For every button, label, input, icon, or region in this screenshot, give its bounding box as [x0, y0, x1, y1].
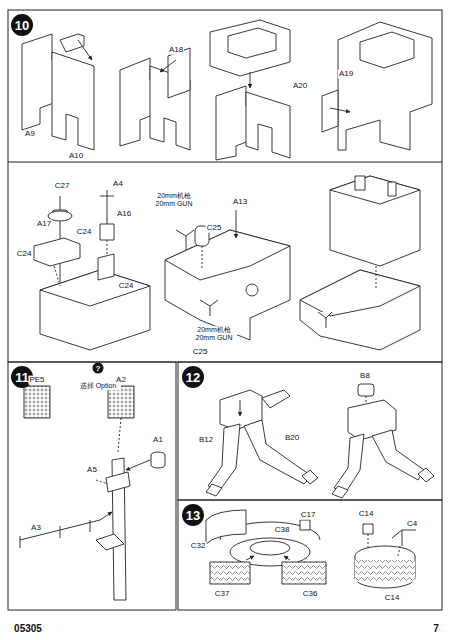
step-number: 13 [182, 504, 204, 526]
step-text: 12 [186, 370, 200, 385]
page-number: 7 [432, 623, 440, 634]
part-label: B20 [284, 434, 300, 443]
part-label: C24 [118, 282, 135, 291]
part-label: A10 [68, 152, 84, 161]
step-text: 11 [15, 370, 29, 385]
part-label: 20mm机枪 20mm GUN [191, 326, 237, 341]
part-label: A20 [292, 82, 308, 91]
part-label: A19 [338, 70, 354, 79]
part-label: A16 [116, 210, 132, 219]
part-label: C27 [54, 182, 71, 191]
part-label: A17 [36, 220, 52, 229]
part-label: C36 [302, 590, 319, 599]
part-label: B8 [359, 372, 371, 381]
part-label: C17 [300, 511, 317, 520]
step-text: 13 [186, 508, 200, 523]
step-text: ? [96, 364, 101, 373]
part-label: 20mm机枪 20mm GUN [151, 192, 197, 207]
part-label: A4 [112, 180, 124, 189]
part-label: A2 [115, 376, 127, 385]
part-label: C37 [214, 590, 231, 599]
part-label: C32 [190, 542, 207, 551]
part-label: C25 [206, 224, 223, 233]
part-label: C14 [358, 510, 375, 519]
part-label: C38 [274, 526, 291, 535]
part-label: A5 [86, 466, 98, 475]
option-icon: ? [93, 363, 104, 374]
part-label: C24 [16, 250, 33, 259]
page-number: 05305 [13, 623, 43, 634]
part-label: C4 [406, 520, 418, 529]
part-label: A3 [30, 524, 42, 533]
step-number: 10 [11, 14, 33, 36]
part-label: PE5 [28, 376, 45, 385]
part-label: A18 [168, 46, 184, 55]
part-label: A1 [152, 436, 164, 445]
step-number: 12 [182, 366, 204, 388]
part-label: B12 [198, 436, 214, 445]
part-label: A13 [232, 198, 248, 207]
part-label: C24 [76, 228, 93, 237]
part-label: C14 [384, 594, 401, 603]
part-label: A9 [24, 130, 36, 139]
step-text: 10 [15, 18, 29, 33]
part-label: 选择 Option [75, 382, 121, 390]
part-label: C25 [192, 348, 209, 357]
